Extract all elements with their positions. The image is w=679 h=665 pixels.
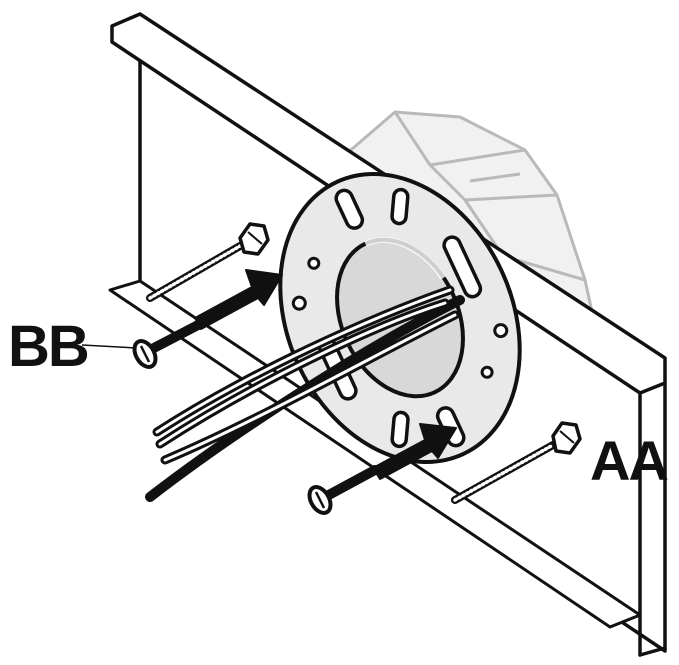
bracket-screw-hole [307, 256, 321, 270]
hex-head [238, 222, 270, 256]
hex-head [551, 421, 582, 455]
bracket-slot [390, 187, 410, 226]
label-bb: BB [8, 314, 88, 379]
bracket-slot [442, 235, 483, 299]
insert-arrow-upper [194, 269, 283, 330]
bracket-screw-hole [493, 323, 509, 339]
long-screw-upper [146, 222, 270, 302]
wires [145, 285, 465, 502]
short-screw-upper [132, 319, 205, 369]
bracket-screw-hole [480, 365, 494, 379]
callout-line-bb [81, 344, 137, 349]
label-aa: AA [590, 429, 667, 492]
long-screw-lower [451, 421, 582, 504]
bracket-slot [334, 188, 365, 230]
short-screw-lower [307, 465, 380, 515]
bracket-slot [390, 410, 410, 449]
bracket-screw-hole [291, 295, 307, 311]
insert-arrow-lower [372, 423, 457, 480]
wall-lower-edge [108, 279, 642, 629]
